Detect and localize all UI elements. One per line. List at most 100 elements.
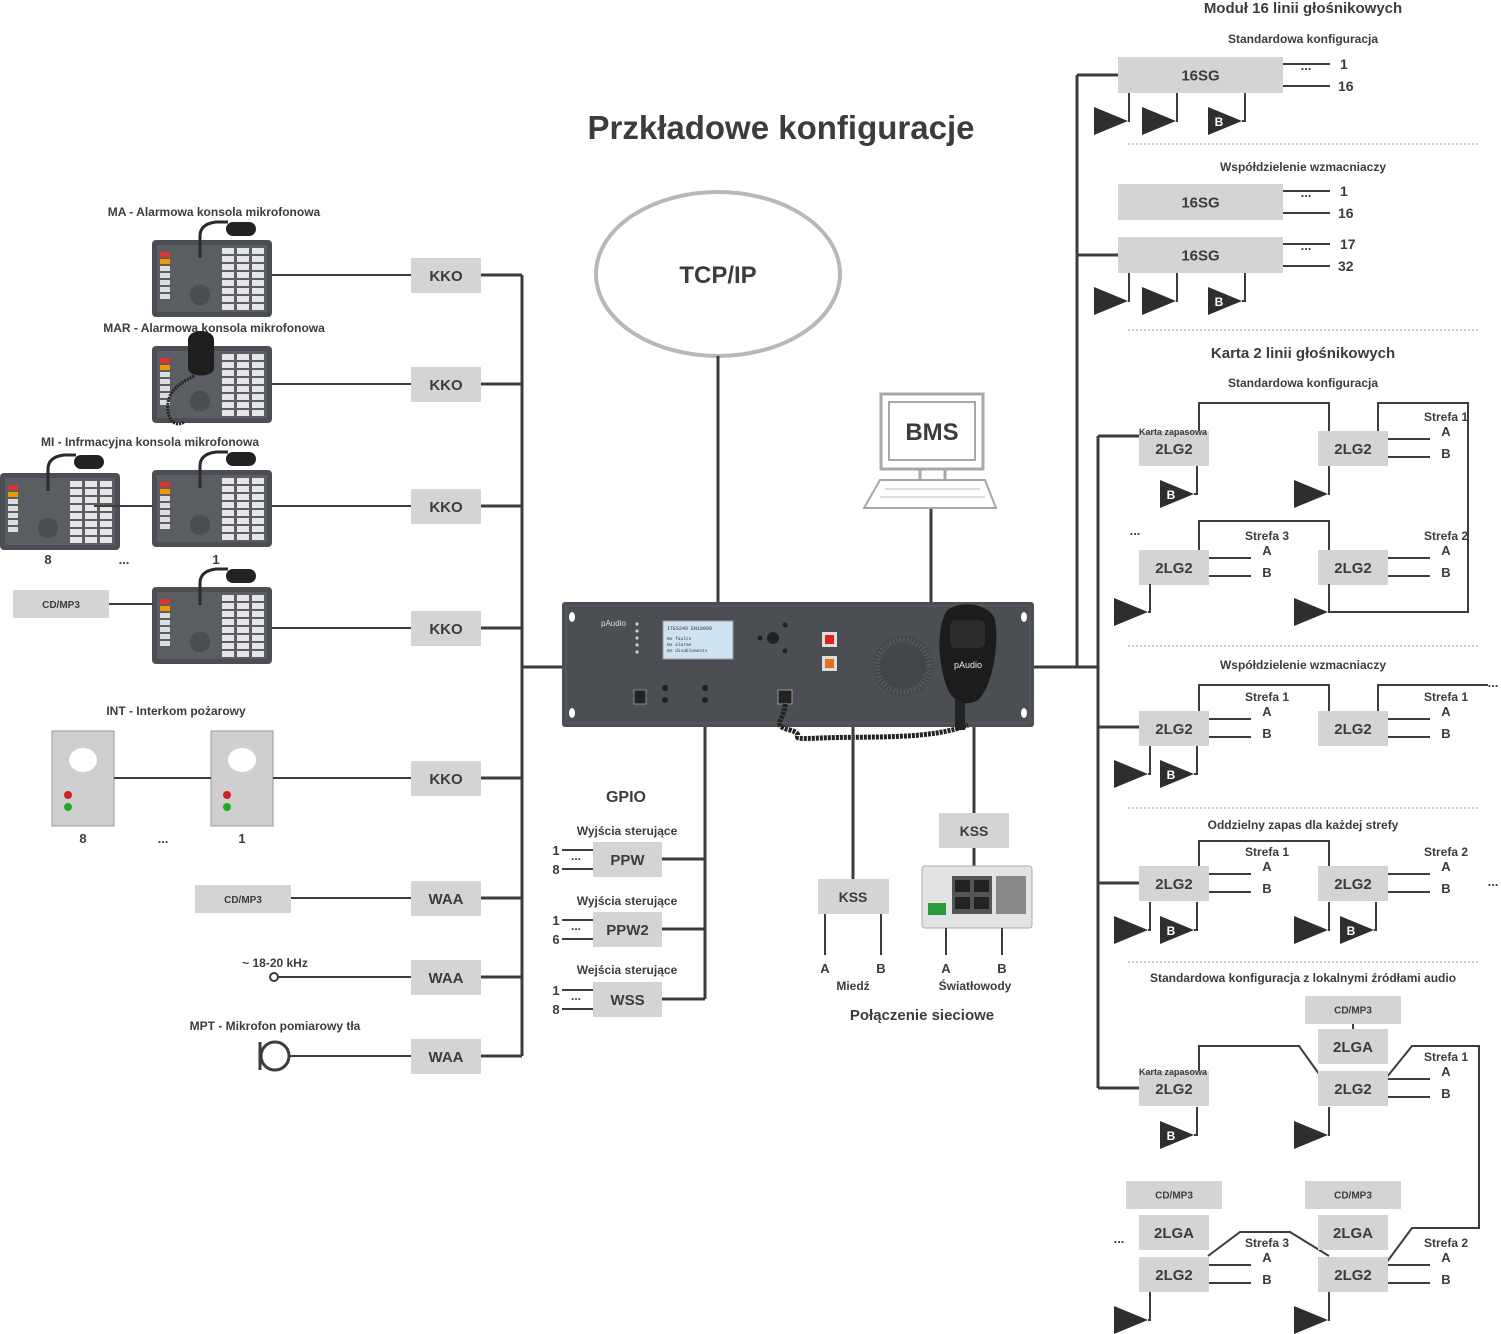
local-more-dots: ... [1114, 1231, 1125, 1246]
mi-count-1: 1 [212, 552, 219, 567]
sep-more-dots: ... [1488, 874, 1499, 889]
shared-more-dots: ... [1488, 675, 1499, 690]
int-dots: ... [158, 831, 169, 846]
ma-label: MA - Alarmowa konsola mikrofonowa [108, 205, 321, 219]
wss-module-first: 1 [552, 983, 559, 998]
ppw-module [593, 842, 662, 877]
lg2-zone1-std-zone: Strefa 1 [1424, 410, 1468, 424]
lg2-zone3-std [1139, 550, 1209, 585]
sg-module-std-dots: ... [1301, 58, 1312, 73]
lg2-sep-zone2 [1318, 866, 1388, 901]
int-count-1: 1 [238, 831, 245, 846]
amp-sep-1-backup [1160, 916, 1194, 944]
amp-sep-2-backup [1340, 916, 1374, 944]
mar-label: MAR - Alarmowa konsola mikrofonowa [103, 321, 325, 335]
mar-console-icon [152, 331, 272, 426]
backup-badge: B [1215, 295, 1224, 309]
lg2-local-zone1-out-b: B [1441, 1086, 1450, 1101]
lg2-shared-1-out-a: A [1262, 704, 1272, 719]
lg2-local-zone2-out-a: A [1441, 1250, 1451, 1265]
measurement-microphone-icon [258, 1040, 291, 1072]
sg-module-shared-2-label: 16SG [1181, 247, 1219, 264]
mi-count-8: 8 [44, 552, 51, 567]
backup-badge: B [1167, 488, 1176, 502]
lg-local-audio-label: Standardowa konfiguracja z lokalnymi źró… [1150, 971, 1456, 985]
copper-a: A [820, 961, 830, 976]
gpio-out2-label: Wyjścia sterujące [577, 894, 678, 908]
cd-mp3-zone2 [1305, 1181, 1401, 1209]
lg2-zone2-std-out-b: B [1441, 565, 1450, 580]
lg2-local-zone3 [1139, 1257, 1209, 1292]
kss-fiber-label: KSS [960, 823, 989, 839]
kko-module-ma-label: KKO [429, 268, 463, 285]
lg2-spare-std-spare-label: Karta zapasowa [1139, 427, 1208, 437]
amp-local-zone3 [1114, 1306, 1148, 1334]
backup-badge: B [1167, 768, 1176, 782]
sg-module-shared-1 [1118, 184, 1283, 220]
backup-badge: B [1167, 1129, 1176, 1143]
std-more-dots: ... [1130, 523, 1141, 538]
kko-module-mi-label: KKO [429, 499, 463, 516]
bms-computer-icon [862, 392, 998, 509]
cd-mp3-label-2: CD/MP3 [224, 895, 262, 906]
lg2-local-zone3-out-b: B [1262, 1272, 1271, 1287]
ma-console-icon [152, 220, 272, 317]
lg2-zone2-std-out-a: A [1441, 543, 1451, 558]
amp-zone3-std [1114, 598, 1148, 626]
cd-mp3-zone2-label: CD/MP3 [1334, 1191, 1372, 1202]
waa-module-tone [411, 960, 481, 995]
amp-spare-std [1160, 480, 1194, 508]
backup-badge: B [1215, 115, 1224, 129]
sg-module-shared-1-last: 16 [1338, 205, 1354, 221]
intercom-8-icon [51, 730, 115, 827]
amp-spare-local [1160, 1121, 1194, 1149]
amp-sep-2 [1294, 916, 1328, 944]
kko-module-mar-label: KKO [429, 377, 463, 394]
gpio-out1-label: Wyjścia sterujące [577, 824, 678, 838]
amp-local-zone1 [1294, 1121, 1328, 1149]
mi-label: MI - Infrmacyjna konsola mikrofonowa [41, 435, 259, 449]
sg-module-shared-2 [1118, 237, 1283, 273]
amp-zone1-std [1294, 480, 1328, 508]
lg2-zone2-std-label: 2LG2 [1334, 560, 1372, 577]
lga-zone2-label: 2LGA [1333, 1225, 1373, 1242]
lg2-shared-1-label: 2LG2 [1155, 721, 1193, 738]
amplifier-triangle [1208, 107, 1242, 135]
amp-sep-1 [1114, 916, 1148, 944]
bms-label: BMS [905, 419, 958, 446]
cd-mp3-zone3 [1126, 1181, 1222, 1209]
sg-std-config-label: Standardowa konfiguracja [1228, 32, 1378, 46]
lg2-sep-zone1-label: 2LG2 [1155, 876, 1193, 893]
lg2-local-zone3-label: 2LG2 [1155, 1267, 1193, 1284]
page-title: Przkładowe konfiguracje [588, 109, 975, 146]
lg2-local-zone2-out-b: B [1441, 1272, 1450, 1287]
lg2-zone1-std-out-b: B [1441, 446, 1450, 461]
copper-label: Miedź [836, 979, 869, 993]
lg2-local-zone3-out-a: A [1262, 1250, 1272, 1265]
lg-section-title: Karta 2 linii głośnikowych [1211, 345, 1395, 362]
lg2-sep-zone2-zone: Strefa 2 [1424, 845, 1468, 859]
gpio-in-label: Wejścia sterujące [577, 963, 678, 977]
lg2-spare-std-label: 2LG2 [1155, 441, 1193, 458]
copper-b: B [876, 961, 885, 976]
lg2-shared-1 [1139, 711, 1209, 746]
cd-mp3-zone1-label: CD/MP3 [1334, 1006, 1372, 1017]
kss-copper-label: KSS [839, 889, 868, 905]
lga-zone1-label: 2LGA [1333, 1039, 1373, 1056]
lg-std-config-label: Standardowa konfiguracja [1228, 376, 1378, 390]
backup-badge: B [1347, 924, 1356, 938]
waa-module-cd [411, 881, 481, 916]
amp-shared [1114, 760, 1148, 788]
lg2-spare-local-spare-label: Karta zapasowa [1139, 1067, 1208, 1077]
lg2-sep-zone1-zone: Strefa 1 [1245, 845, 1289, 859]
lga-zone3-label: 2LGA [1154, 1225, 1194, 1242]
cd-mp3-zone1 [1305, 996, 1401, 1024]
amp-local-zone2 [1294, 1306, 1328, 1334]
tcpip-label: TCP/IP [679, 262, 756, 289]
sg-module-std-label: 16SG [1181, 67, 1219, 84]
lg2-shared-1-zone: Strefa 1 [1245, 690, 1289, 704]
controller-display [662, 620, 734, 660]
waa-module-tone-label: WAA [429, 970, 464, 987]
ppw-module-first: 1 [552, 843, 559, 858]
